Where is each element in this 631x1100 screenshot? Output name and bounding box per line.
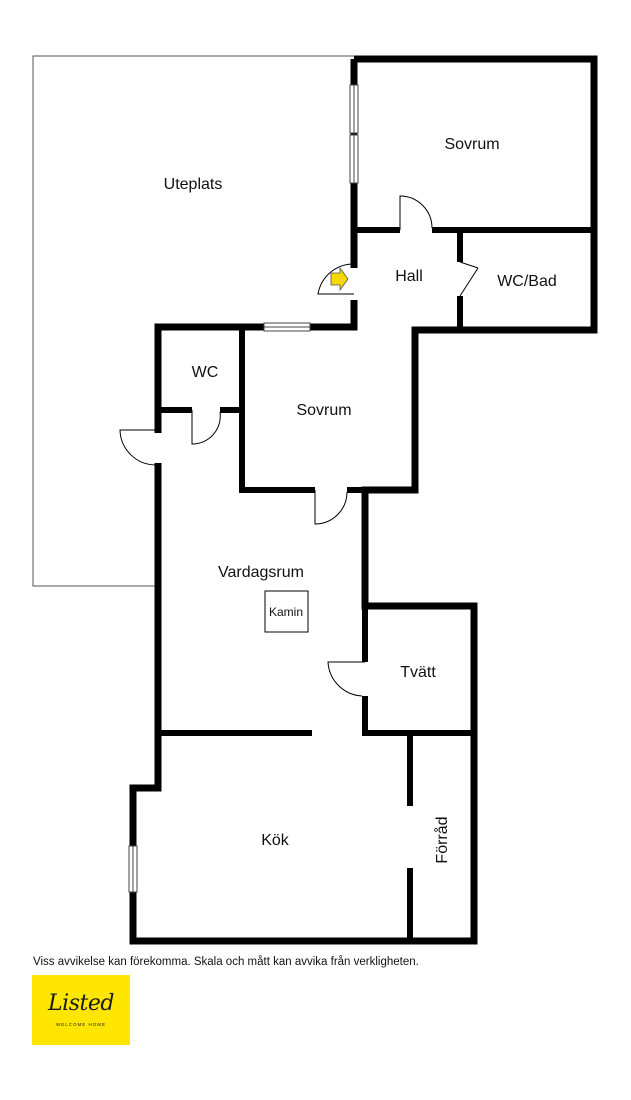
interior-walls [158, 227, 594, 941]
label-tvatt: Tvätt [400, 664, 436, 681]
door-hall-entrance [317, 263, 355, 295]
kamin-box [264, 590, 309, 633]
label-wc-bad: WC/Bad [497, 273, 557, 290]
entrance-arrow-icon [330, 266, 349, 292]
listed-logo: Listed WELCOME HOME [32, 975, 130, 1045]
logo-wordmark: Listed [48, 991, 114, 1016]
floor-plan: Uteplats Sovrum Hall WC/Bad WC Sovrum Va… [32, 55, 598, 945]
label-wc: WC [192, 364, 219, 381]
door-wc-bad [459, 261, 479, 297]
logo-tagline: WELCOME HOME [55, 1022, 106, 1027]
disclaimer-text: Viss avvikelse kan förekomma. Skala och … [33, 956, 419, 968]
label-forrad: Förråd [433, 816, 451, 863]
door-bedroom-middle [314, 490, 348, 525]
label-sovrum-top: Sovrum [444, 136, 499, 153]
label-uteplats: Uteplats [164, 176, 223, 193]
label-hall: Hall [395, 268, 423, 285]
label-kok: Kök [261, 832, 290, 849]
windows [128, 84, 359, 893]
label-kamin: Kamin [269, 605, 303, 619]
doors [119, 195, 479, 697]
door-exterior-side [119, 429, 158, 466]
label-vardagsrum: Vardagsrum [218, 564, 304, 581]
label-sovrum-middle: Sovrum [296, 402, 351, 419]
door-bedroom-top [399, 195, 433, 230]
door-tvatt [327, 661, 365, 697]
patio-outline [32, 55, 354, 587]
door-wc [191, 410, 221, 445]
